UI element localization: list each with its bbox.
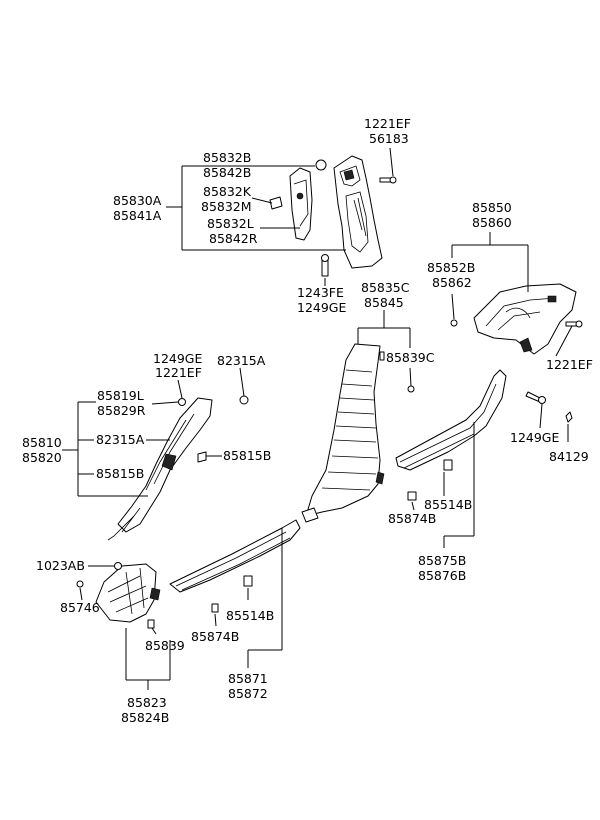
clip-icon	[315, 159, 327, 171]
a-pillar-lower-trim	[107, 395, 249, 541]
label-85810: 85810	[22, 435, 62, 450]
label-1243FE: 1243FE	[297, 285, 344, 300]
label-85832L: 85832L	[207, 216, 254, 231]
label-85514B: 85514B	[226, 608, 274, 623]
label-82315A: 82315A	[96, 432, 145, 447]
label-1249GE: 1249GE	[297, 300, 346, 315]
label-85862: 85862	[432, 275, 472, 290]
rear-quarter-trim-assembly	[450, 283, 583, 355]
front-pillar-trim-assembly	[269, 155, 397, 277]
front-door-scuff-trim	[169, 519, 301, 613]
label-85875B: 85875B	[418, 553, 466, 568]
label-1249GE: 1249GE	[510, 430, 559, 445]
label-85872: 85872	[228, 686, 268, 701]
label-85839: 85839	[145, 638, 185, 653]
label-85835C: 85835C	[361, 280, 410, 295]
label-85842R: 85842R	[209, 231, 258, 246]
rear-door-scuff-trim	[395, 369, 573, 501]
label-85874B: 85874B	[388, 511, 436, 526]
label-85871: 85871	[228, 671, 268, 686]
label-1221EF: 1221EF	[364, 116, 411, 131]
leader-lines	[62, 147, 573, 690]
label-85829R: 85829R	[97, 403, 146, 418]
label-85852B: 85852B	[427, 260, 475, 275]
kick-panel-trim	[76, 562, 161, 629]
label-85860: 85860	[472, 215, 512, 230]
label-85839C: 85839C	[386, 350, 435, 365]
label-85876B: 85876B	[418, 568, 466, 583]
label-1249GE: 1249GE	[153, 351, 202, 366]
label-85746: 85746	[60, 600, 100, 615]
part-labels: 1221EF 56183 85832B 85842B 85830A 85841A…	[22, 116, 593, 725]
label-85514B: 85514B	[424, 497, 472, 512]
label-85820: 85820	[22, 450, 62, 465]
label-85850: 85850	[472, 200, 512, 215]
label-84129: 84129	[549, 449, 589, 464]
label-85832K: 85832K	[203, 184, 252, 199]
label-1023AB: 1023AB	[36, 558, 85, 573]
label-85815B: 85815B	[96, 466, 144, 481]
label-1221EF: 1221EF	[546, 357, 593, 372]
label-85830A: 85830A	[113, 193, 162, 208]
label-85832M: 85832M	[201, 199, 252, 214]
label-85841A: 85841A	[113, 208, 162, 223]
label-85842B: 85842B	[203, 165, 251, 180]
label-85832B: 85832B	[203, 150, 251, 165]
label-85824B: 85824B	[121, 710, 169, 725]
label-82315A: 82315A	[217, 353, 266, 368]
label-85823: 85823	[127, 695, 167, 710]
label-1221EF: 1221EF	[155, 365, 202, 380]
center-pillar-trim	[301, 343, 415, 523]
label-56183: 56183	[369, 131, 409, 146]
label-85845: 85845	[364, 295, 404, 310]
label-85874B: 85874B	[191, 629, 239, 644]
clip-icon	[269, 196, 283, 210]
label-85815B: 85815B	[223, 448, 271, 463]
label-85819L: 85819L	[97, 388, 144, 403]
